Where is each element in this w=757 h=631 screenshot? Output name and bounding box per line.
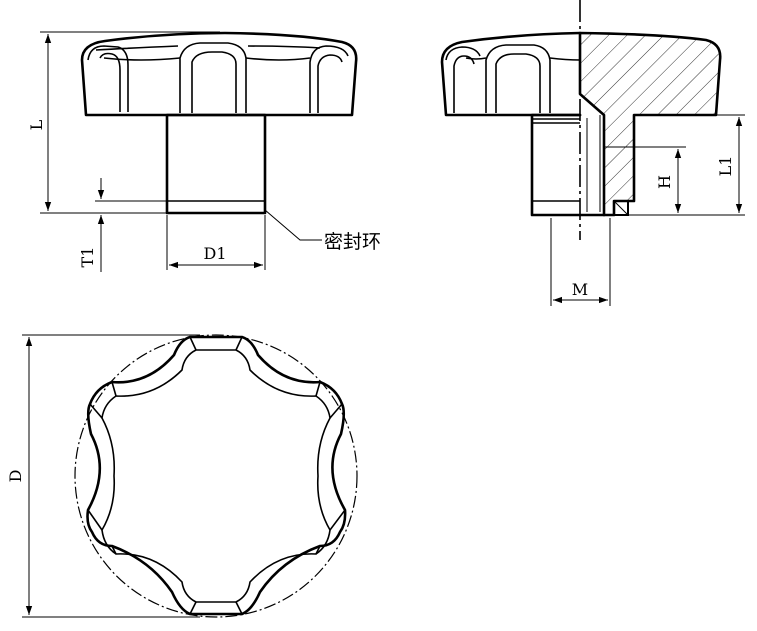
label-D1: D1 — [203, 244, 226, 263]
section-exterior-half — [440, 31, 582, 117]
label-D: D — [6, 470, 25, 483]
section-view: H L1 M — [440, 0, 745, 306]
label-T1: T1 — [78, 247, 97, 268]
seal-leader — [264, 209, 322, 241]
label-L1: L1 — [716, 156, 735, 177]
label-H: H — [655, 175, 674, 189]
section-shank — [530, 113, 606, 217]
front-knob-head — [80, 31, 358, 117]
section-seal-ring — [613, 200, 629, 216]
label-L: L — [27, 119, 46, 130]
front-knob-lobes — [87, 42, 349, 113]
seal-ring-label: 密封环 — [324, 231, 381, 253]
label-M: M — [572, 280, 588, 299]
outer-circle — [74, 334, 358, 618]
front-view: 密封环 L T1 D1 — [27, 31, 381, 272]
top-view: D — [6, 334, 358, 618]
front-shank — [165, 113, 267, 215]
section-hatched-area — [578, 31, 722, 217]
section-exterior-lobes — [445, 44, 581, 113]
knob-outline — [86, 335, 347, 616]
